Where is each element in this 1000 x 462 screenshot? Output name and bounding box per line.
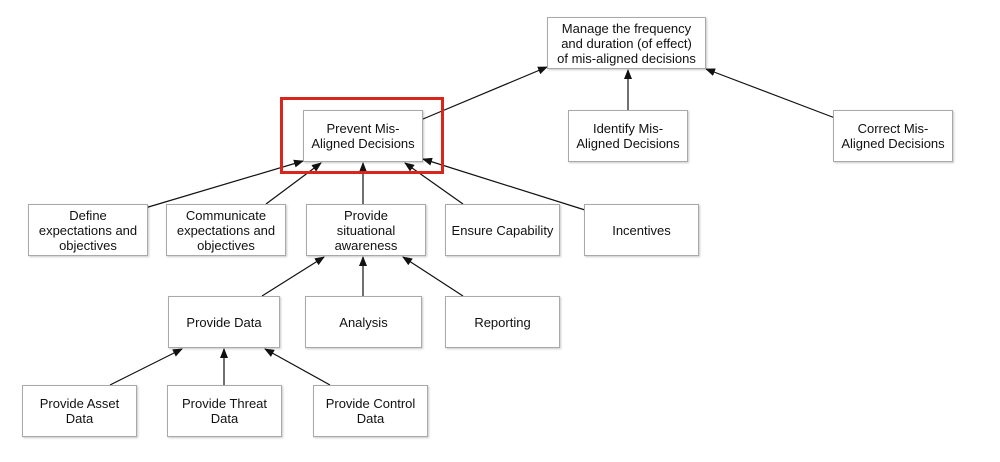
edge-data-to-situational: [261, 256, 325, 297]
node-prevent-misaligned-decisions: Prevent Mis- Aligned Decisions: [303, 110, 423, 162]
node-provide-threat-data: Provide Threat Data: [167, 385, 282, 437]
node-define-expectations: Define expectations and objectives: [28, 204, 148, 256]
edge-asset-to-data: [109, 348, 183, 386]
node-reporting: Reporting: [445, 296, 560, 348]
edge-incentives-to-prevent: [422, 157, 586, 211]
node-communicate-expectations: Communicate expectations and objectives: [166, 204, 286, 256]
edge-define-to-prevent: [144, 159, 304, 209]
node-identify-misaligned-decisions: Identify Mis- Aligned Decisions: [568, 110, 688, 162]
node-analysis: Analysis: [305, 296, 422, 348]
highlight-box: [280, 97, 444, 174]
node-provide-asset-data: Provide Asset Data: [22, 385, 137, 437]
node-correct-misaligned-decisions: Correct Mis- Aligned Decisions: [833, 110, 953, 162]
node-provide-data: Provide Data: [168, 296, 280, 348]
edge-correct-to-top: [705, 68, 836, 119]
edge-ensure-to-prevent: [404, 162, 464, 205]
node-incentives: Incentives: [584, 204, 699, 256]
edge-control-to-data: [264, 348, 331, 386]
edge-reporting-to-situational: [402, 256, 464, 297]
node-ensure-capability: Ensure Capability: [445, 204, 560, 256]
edge-communicate-to-prevent: [265, 162, 322, 205]
node-provide-control-data: Provide Control Data: [313, 385, 428, 437]
node-provide-situational-awareness: Provide situational awareness: [306, 204, 426, 256]
node-manage-frequency: Manage the frequency and duration (of ef…: [547, 17, 706, 69]
